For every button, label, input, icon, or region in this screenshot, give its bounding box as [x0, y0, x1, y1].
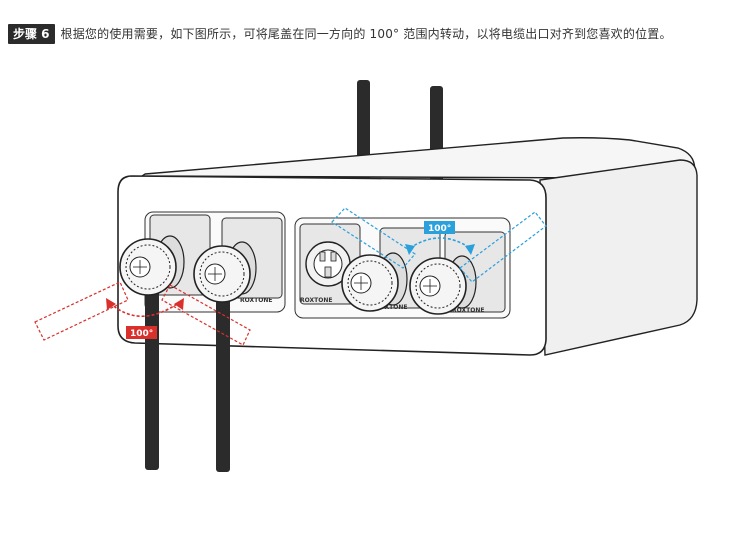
right-rotation-indicator: 100°: [331, 207, 547, 283]
connector-3: [341, 252, 408, 312]
box-side: [539, 159, 698, 356]
step-header: 步骤 6 根据您的使用需要，如下图所示，可将尾盖在同一方向的 100° 范围内转…: [8, 23, 672, 45]
hanging-cable-2: [216, 296, 230, 472]
angle-badge-left: [126, 326, 157, 339]
rotation-arc: [409, 237, 471, 249]
angle-label-right: 100°: [428, 224, 451, 234]
rotation-arc: [109, 301, 181, 318]
angle-badge-right: [424, 221, 455, 234]
arrow-head-right: [174, 298, 184, 310]
angle-label-left: 100°: [130, 329, 153, 339]
hanging-cable-1: [145, 282, 159, 470]
ghost-tail-right: [161, 284, 251, 346]
brand-label: ROXTONE: [240, 297, 272, 304]
brand-label: ROXTONE: [375, 304, 407, 311]
left-rotation-indicator: 100°: [34, 281, 251, 346]
ghost-tail-left: [34, 281, 129, 341]
connector-2: [193, 241, 257, 303]
brand-label: ROXTONE: [300, 297, 332, 304]
ghost-tail-right: [459, 211, 547, 283]
arrow-head-left: [106, 298, 116, 310]
connector-1: [119, 235, 185, 296]
arrow-head-left: [405, 244, 415, 255]
ghost-tail-left: [331, 207, 416, 269]
brand-label: ROXTONE: [452, 307, 484, 314]
arrow-head-right: [465, 244, 475, 255]
connector-4: [409, 255, 477, 315]
step-badge: 步骤 6: [8, 24, 55, 44]
step-instruction: 根据您的使用需要，如下图所示，可将尾盖在同一方向的 100° 范围内转动，以将电…: [60, 27, 672, 41]
